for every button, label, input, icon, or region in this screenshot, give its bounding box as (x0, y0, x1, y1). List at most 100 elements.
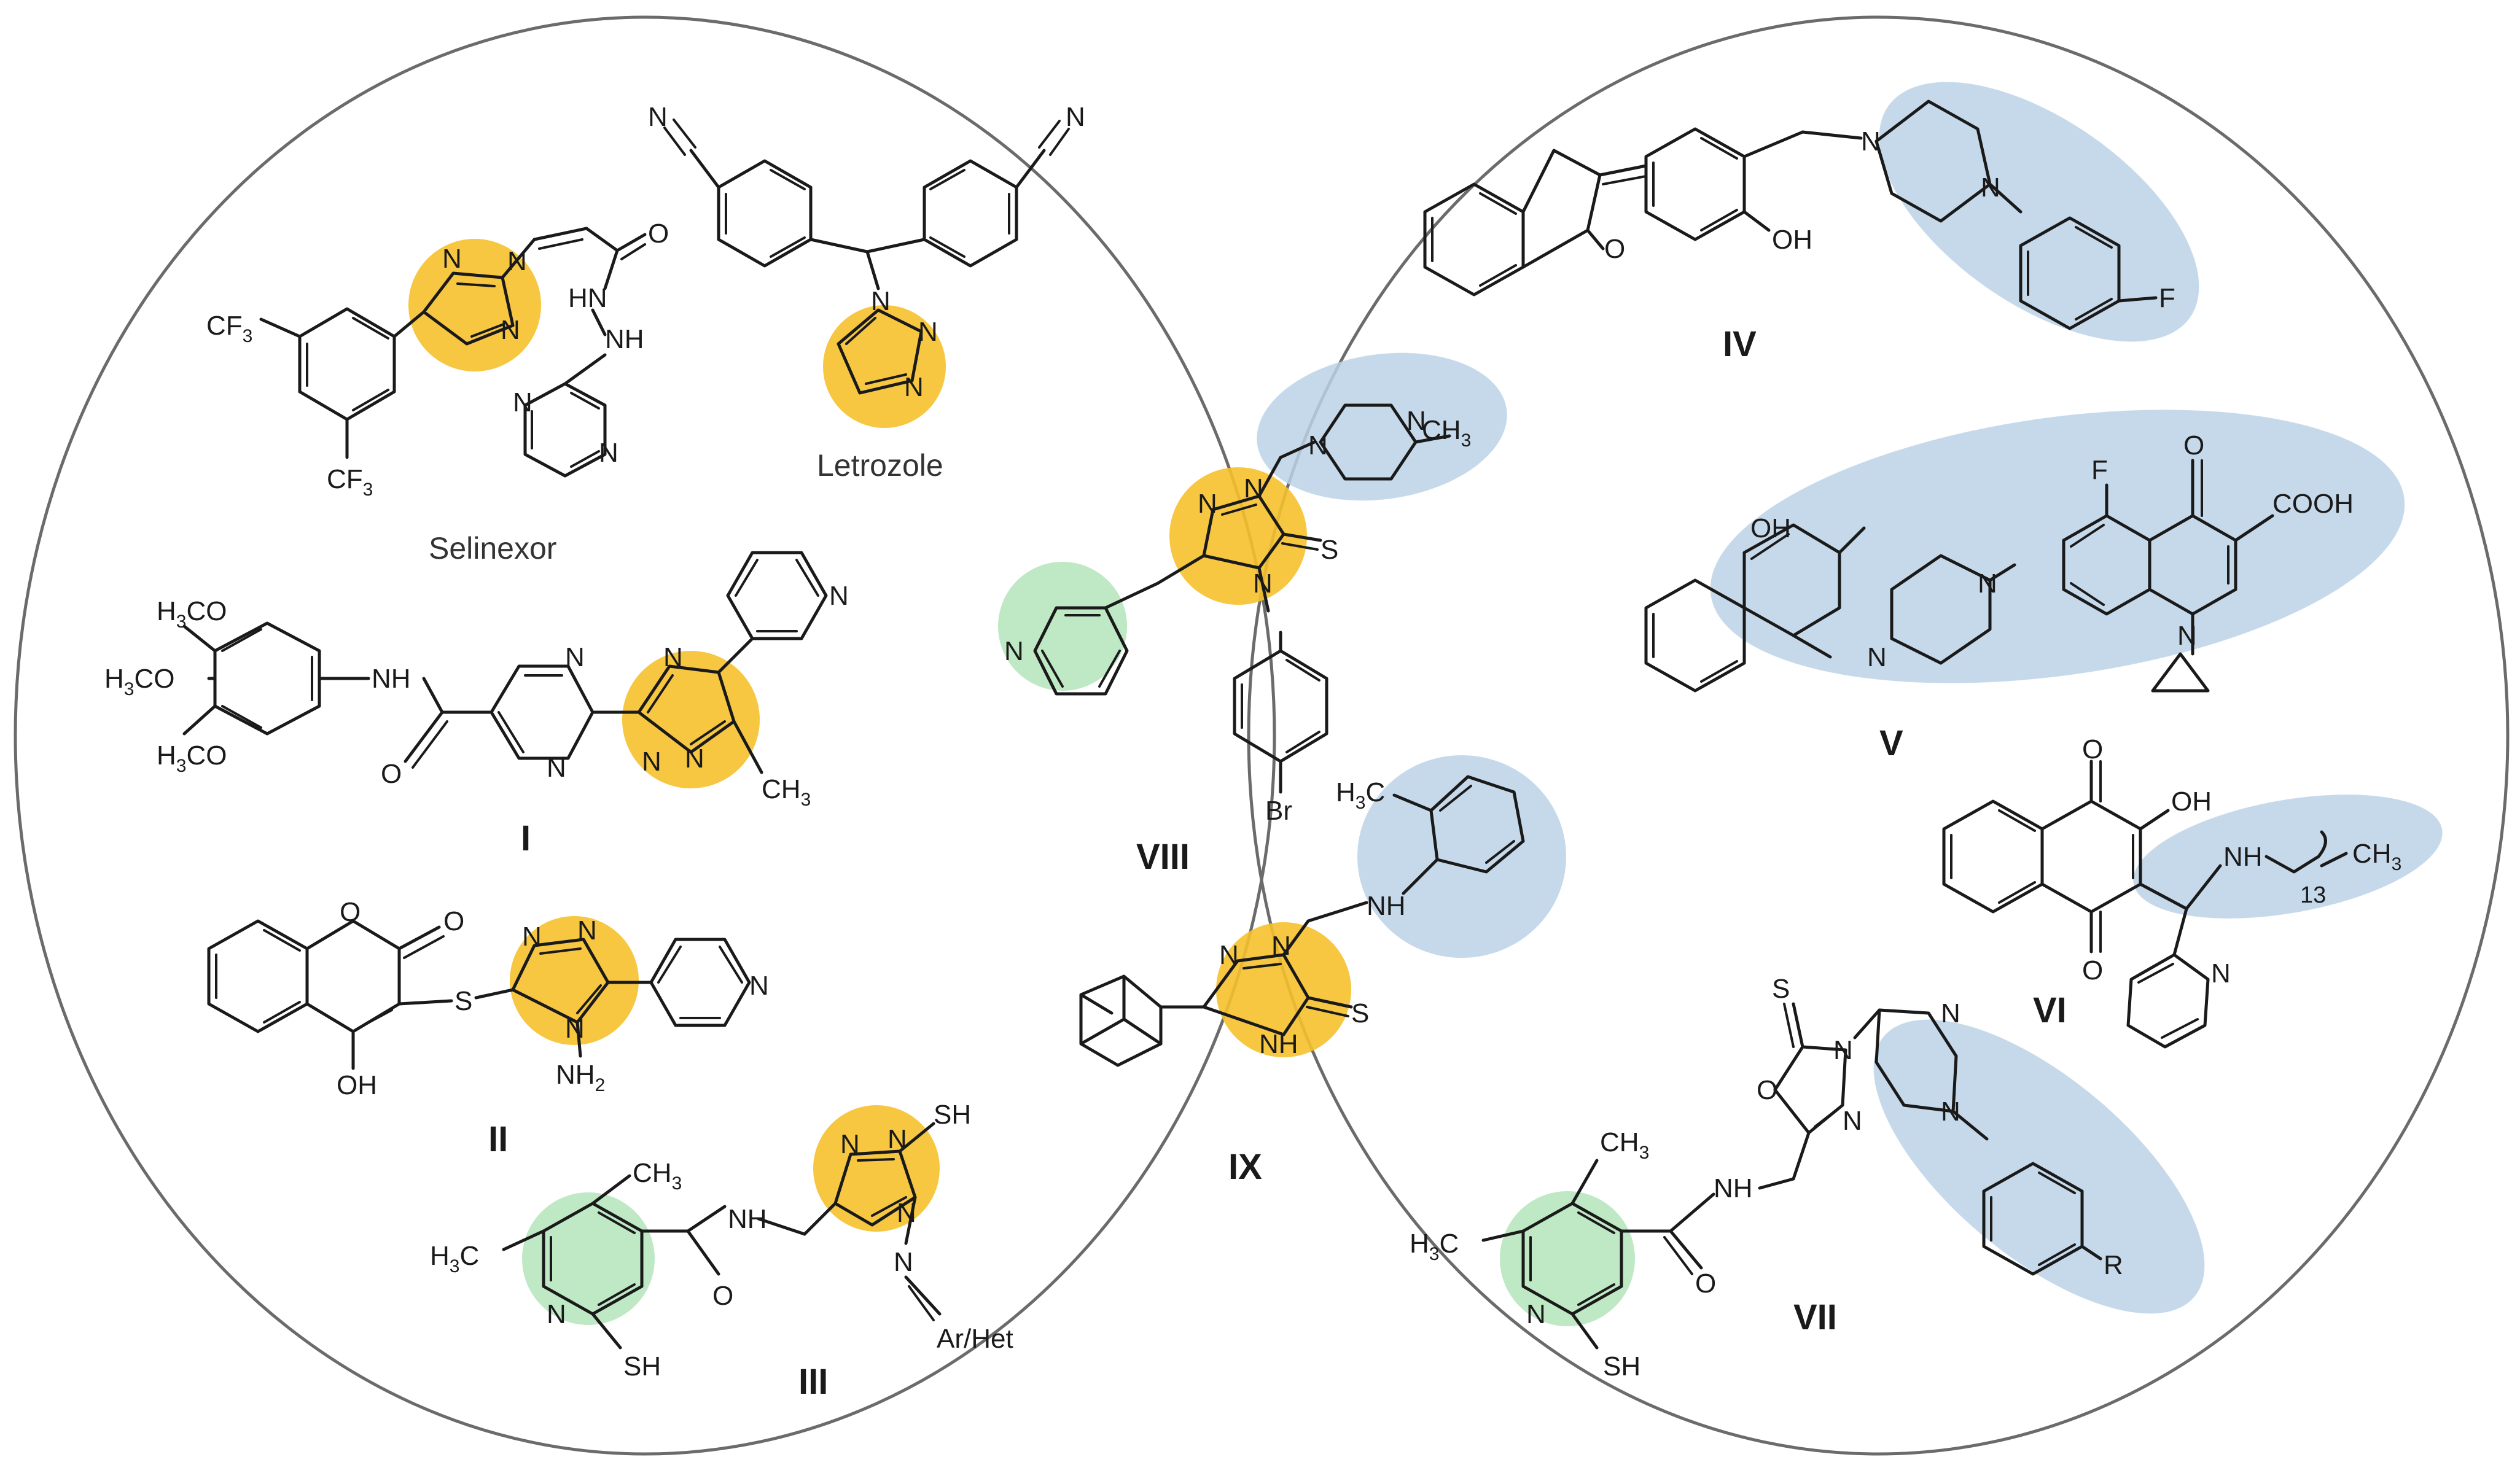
atom-cooh: COOH (2272, 489, 2354, 519)
atom-n: N (685, 744, 704, 774)
atom-nh: NH (1259, 1029, 1298, 1059)
atom-n: N (547, 1299, 566, 1329)
atom-oh: OH (1772, 225, 1812, 255)
atom-n: N (522, 922, 542, 952)
compound-ii: O O OH S N N N NH2 N II (207, 897, 769, 1159)
atom-nh: NH (2223, 842, 2263, 872)
atom-n: N (1253, 569, 1273, 599)
atom-sh: SH (623, 1351, 661, 1381)
atom-n: N (871, 286, 891, 316)
atom-oh: OH (1750, 513, 1791, 543)
letrozole-left-phenyl (717, 159, 813, 268)
svg-text:H3C: H3C (1410, 1229, 1459, 1264)
atom-n: N (1526, 1299, 1546, 1329)
atom-n: N (1941, 1097, 1960, 1127)
atom-n: N (663, 642, 683, 672)
piperazine-highlight-iv (1879, 82, 2199, 342)
atom-s: S (1320, 535, 1338, 565)
svg-text:CF3: CF3 (327, 464, 373, 500)
atom-f: F (2159, 283, 2175, 313)
atom-n: N (577, 915, 597, 946)
selinexor-phenyl-ring (298, 307, 396, 421)
atom-n: N (1941, 998, 1960, 1028)
atom-cf3: CF (206, 311, 243, 341)
atom-n: N (887, 1124, 907, 1154)
letrozole-right-phenyl (923, 159, 1018, 268)
svg-text:CH3: CH3 (1600, 1127, 1649, 1163)
compound-name-letrozole: Letrozole (817, 448, 943, 483)
compound-label-viii: VIII (1136, 837, 1190, 877)
compound-iv: O OH N N F IV (1423, 99, 2175, 364)
atom-o: O (1695, 1269, 1716, 1299)
svg-text:CH3: CH3 (762, 774, 811, 810)
atom-o: O (712, 1281, 733, 1311)
piperazine-highlight-vi (2133, 795, 2443, 919)
atom-n: N (897, 1198, 916, 1228)
atom-nh: NH (728, 1204, 767, 1234)
pyridine-highlight-vii (1500, 1191, 1635, 1326)
atom-n: N (565, 1014, 585, 1044)
compound-name-selinexor: Selinexor (429, 531, 556, 565)
svg-text:H3C: H3C (1336, 777, 1385, 813)
compound-vi: O O OH NH CH3 13 N VI (1942, 734, 2401, 1049)
piperazine-highlight-v (1710, 410, 2405, 683)
atom-o: O (648, 219, 669, 249)
atom-n: N (648, 102, 668, 132)
atom-o: O (2082, 955, 2103, 985)
compound-label-vii: VII (1793, 1297, 1837, 1337)
atom-o: O (2183, 430, 2204, 460)
compound-label-i: I (521, 818, 531, 858)
atom-sh: SH (1603, 1351, 1640, 1381)
compound-label-iv: IV (1723, 324, 1757, 364)
right-circle (1247, 15, 2510, 1456)
svg-text:NH2: NH2 (556, 1060, 605, 1095)
atom-n: N (1198, 489, 1217, 519)
triazole-highlight-ii (510, 916, 639, 1045)
atom-n13: 13 (2300, 882, 2326, 908)
triazole-highlight-viii (1169, 467, 1307, 605)
piperazine-highlights (1257, 82, 2443, 1314)
atom-ar-het: Ar/Het (937, 1324, 1013, 1354)
svg-text:CF3: CF3 (206, 311, 252, 346)
atom-n: N (1066, 102, 1085, 132)
selinexor-pyrazine-ring (523, 382, 607, 478)
compound-label-vi: VI (2033, 990, 2067, 1030)
atom-oh: OH (2171, 787, 2212, 817)
atom-n: N (1833, 1035, 1853, 1065)
svg-text:H3CO: H3CO (157, 596, 227, 632)
atom-f: F (2091, 455, 2108, 485)
atom-n: N (2177, 621, 2197, 651)
atom-n: N (1867, 642, 1887, 672)
atom-n: N (894, 1247, 913, 1277)
svg-text:CH3: CH3 (1422, 415, 1471, 451)
atom-n: N (1843, 1106, 1862, 1136)
atom-n: N (1219, 940, 1239, 970)
atom-s: S (1772, 974, 1790, 1004)
atom-o: O (1757, 1075, 1777, 1105)
atom-n: N (442, 244, 462, 274)
atom-n: N (1861, 126, 1881, 157)
atom-o: O (381, 759, 402, 789)
letrozole-triazole-ring (837, 308, 923, 395)
atom-nh: NH (372, 664, 411, 694)
atom-n: N (513, 387, 532, 418)
atom-n: N (840, 1129, 860, 1159)
compound-viii: N N S N N N CH3 N Br VIII (1004, 403, 1471, 877)
atom-o: O (1604, 234, 1625, 264)
left-circle (14, 15, 1276, 1456)
compound-label-iii: III (798, 1362, 828, 1402)
svg-text:H3C: H3C (430, 1241, 479, 1277)
atom-n: N (547, 753, 566, 783)
atom-n: N (1981, 173, 2000, 203)
atom-r: R (2104, 1250, 2123, 1280)
atom-nh: NH (605, 324, 644, 354)
atom-n: N (1308, 430, 1328, 460)
svg-text:CH3: CH3 (2352, 839, 2401, 874)
compound-ix: N N NH S NH H3C IX (1079, 775, 1525, 1187)
atom-br: Br (1265, 796, 1292, 826)
atom-n: N (749, 971, 769, 1001)
compound-letrozole: N N N N N Letrozole (648, 102, 1085, 483)
atom-n: N (565, 642, 585, 672)
atom-n: N (829, 581, 849, 611)
atom-n: N (1978, 569, 1997, 599)
